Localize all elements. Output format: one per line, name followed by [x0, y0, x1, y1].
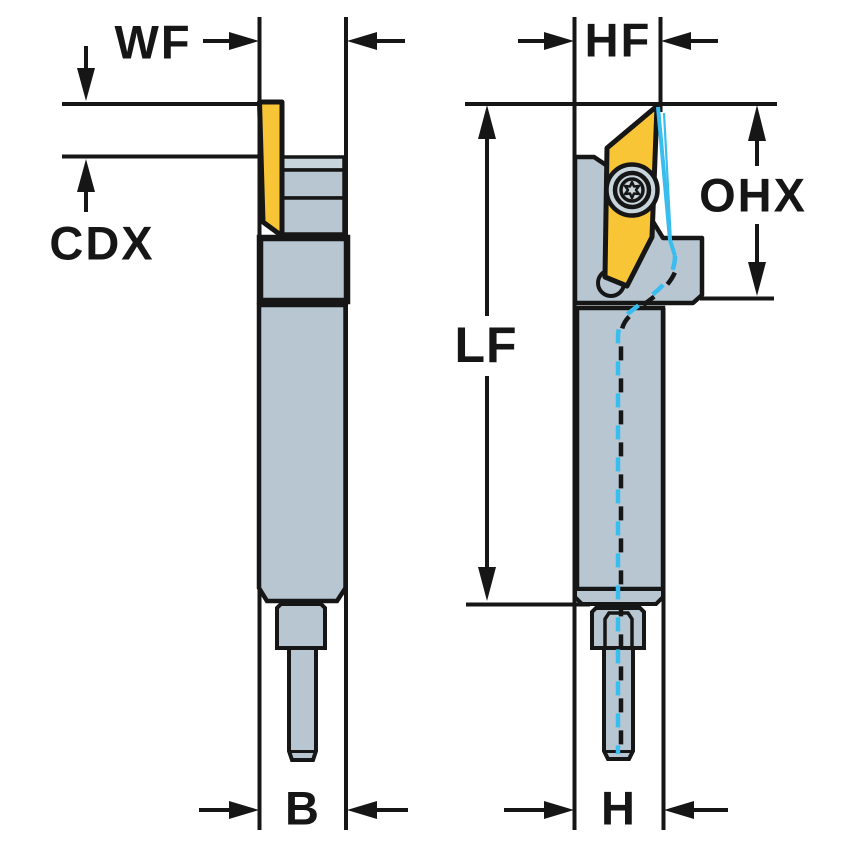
b-arrowhead-right: [347, 801, 377, 819]
hf-arrowhead-left: [544, 32, 574, 50]
ohx-label: OHX: [699, 168, 807, 222]
dim-lf: [478, 105, 496, 601]
left-view: [256, 99, 351, 762]
lf-label: LF: [454, 317, 518, 373]
clamp-block-side: [256, 234, 351, 305]
head-lower-block-side: [280, 196, 346, 236]
cdx-arrowhead-up: [77, 159, 95, 192]
h-label: H: [601, 781, 637, 835]
h-arrowhead-left: [544, 801, 574, 819]
pin-side: [287, 646, 318, 762]
wf-arrowhead-right: [347, 32, 377, 50]
dim-b: [199, 801, 408, 819]
torx-screw-icon: [604, 162, 660, 218]
step-block-side: [275, 602, 327, 650]
dim-cdx: [77, 46, 95, 212]
b-label: B: [285, 781, 321, 835]
torx-star: [623, 180, 641, 200]
extension-lines: [62, 17, 777, 830]
b-arrowhead-left: [229, 801, 259, 819]
ohx-arrowhead-down: [748, 262, 766, 296]
head-upper-block-side: [280, 168, 346, 200]
centerline-cyan-dashes: [615, 255, 678, 754]
dim-ohx: [748, 105, 766, 296]
lf-arrowhead-down: [478, 567, 496, 601]
pin-front: [602, 646, 635, 761]
h-arrowhead-right: [664, 801, 694, 819]
hf-label: HF: [584, 13, 652, 67]
blade-edge-line-2: [662, 112, 673, 243]
ohx-arrowhead-up: [748, 105, 766, 141]
right-view: [572, 103, 705, 761]
dim-hf: [518, 32, 718, 50]
lf-arrowhead-up: [478, 105, 496, 139]
head-top-band-side: [280, 155, 346, 172]
dim-h: [504, 801, 728, 819]
shank-side: [256, 302, 348, 604]
centerline: [615, 106, 681, 755]
cdx-arrowhead-down: [77, 68, 95, 101]
wf-arrowhead-left: [229, 32, 259, 50]
cdx-label: CDX: [49, 216, 155, 270]
wf-label: WF: [114, 15, 192, 69]
hf-arrowhead-right: [661, 32, 691, 50]
insert-side-view: [257, 99, 285, 239]
dim-wf: [203, 32, 405, 50]
